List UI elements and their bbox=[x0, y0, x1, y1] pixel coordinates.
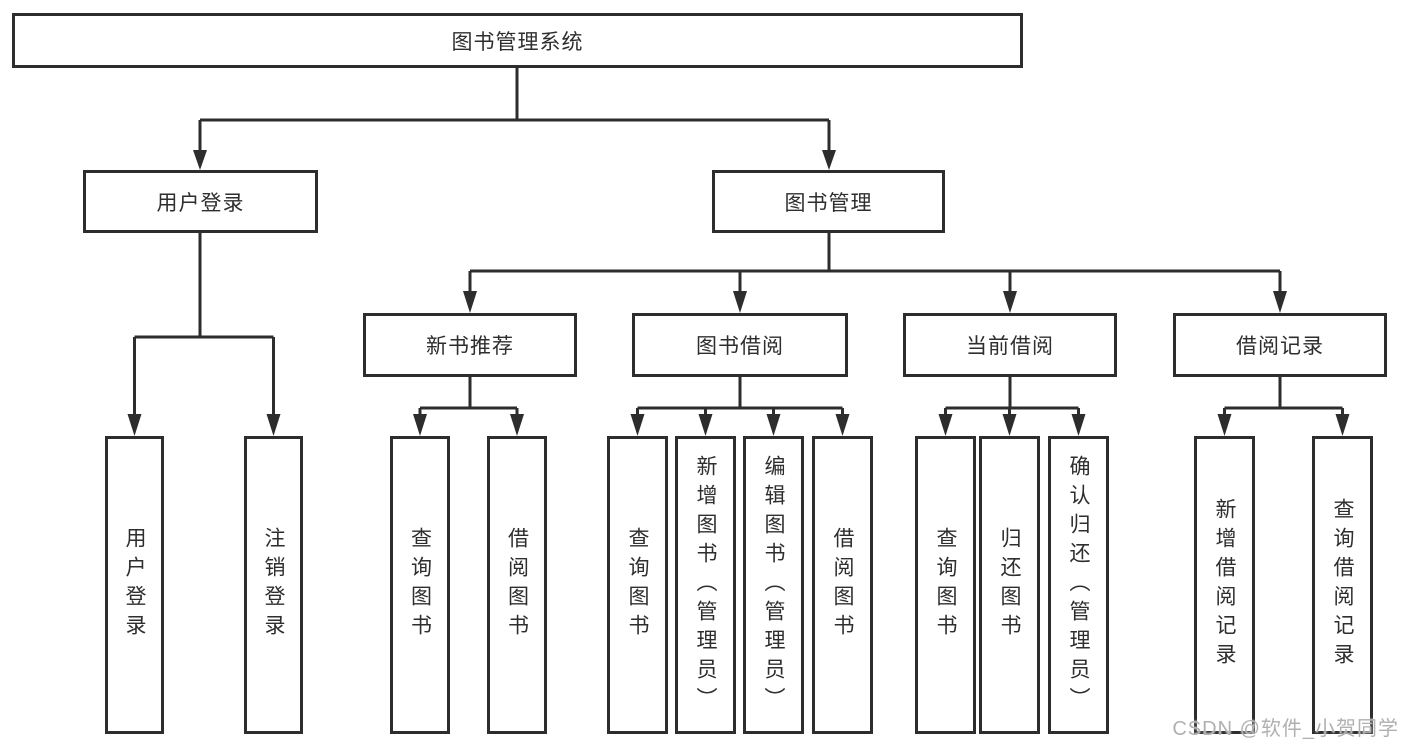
leaf-borrow-book-2-label: 借阅图书 bbox=[831, 527, 854, 643]
leaf-add-borrow-record: 新增借阅记录 bbox=[1194, 436, 1255, 734]
node-new-book-recommend: 新书推荐 bbox=[363, 313, 577, 377]
arrow-down-icon bbox=[630, 414, 645, 436]
node-book-mgmt: 图书管理 bbox=[712, 170, 945, 233]
arrow-down-icon bbox=[835, 414, 850, 436]
connector-user-login-children bbox=[127, 233, 281, 436]
node-book-mgmt-label: 图书管理 bbox=[784, 191, 873, 215]
node-root-system-label: 图书管理系统 bbox=[451, 30, 584, 54]
arrow-down-icon bbox=[1003, 291, 1017, 313]
arrow-down-icon bbox=[413, 414, 427, 436]
node-book-borrow-label: 图书借阅 bbox=[696, 335, 784, 358]
arrow-down-icon bbox=[266, 414, 281, 436]
node-current-borrow-label: 当前借阅 bbox=[966, 335, 1054, 358]
leaf-borrow-book-1: 借阅图书 bbox=[487, 436, 547, 734]
leaf-logout: 注销登录 bbox=[244, 436, 303, 734]
arrow-down-icon bbox=[1273, 291, 1287, 313]
connector-new-book-children bbox=[413, 377, 524, 436]
node-book-borrow: 图书借阅 bbox=[632, 313, 848, 377]
leaf-query-book-3: 查询图书 bbox=[915, 436, 976, 734]
leaf-user-login: 用户登录 bbox=[105, 436, 164, 734]
node-root-system: 图书管理系统 bbox=[12, 13, 1023, 68]
leaf-user-login-label: 用户登录 bbox=[123, 527, 146, 643]
node-new-book-recommend-label: 新书推荐 bbox=[426, 335, 514, 358]
leaf-add-book-admin-label: 新增图书（管理员） bbox=[694, 454, 717, 716]
arrow-down-icon bbox=[698, 414, 713, 436]
leaf-return-book-label: 归还图书 bbox=[998, 527, 1021, 643]
leaf-query-book-3-label: 查询图书 bbox=[934, 527, 957, 643]
node-current-borrow: 当前借阅 bbox=[903, 313, 1117, 377]
arrow-down-icon bbox=[1335, 414, 1350, 436]
connector-current-borrow-children bbox=[938, 377, 1086, 436]
arrow-down-icon bbox=[463, 291, 477, 313]
leaf-add-borrow-record-label: 新增借阅记录 bbox=[1213, 498, 1236, 672]
arrow-down-icon bbox=[766, 414, 781, 436]
leaf-add-book-admin: 新增图书（管理员） bbox=[675, 436, 736, 734]
csdn-watermark: CSDN @软件_小贺同学 bbox=[1172, 718, 1399, 740]
arrow-down-icon bbox=[733, 291, 747, 313]
leaf-query-book-1-label: 查询图书 bbox=[408, 527, 432, 643]
leaf-query-borrow-record: 查询借阅记录 bbox=[1312, 436, 1373, 734]
arrow-down-icon bbox=[938, 414, 953, 436]
arrow-down-icon bbox=[1071, 414, 1086, 436]
node-user-login-label: 用户登录 bbox=[156, 191, 245, 215]
leaf-confirm-return-admin-label: 确认归还（管理员） bbox=[1067, 454, 1090, 716]
connector-root-to-level2 bbox=[193, 68, 836, 170]
leaf-return-book: 归还图书 bbox=[979, 436, 1040, 734]
leaf-borrow-book-1-label: 借阅图书 bbox=[505, 527, 529, 643]
leaf-query-borrow-record-label: 查询借阅记录 bbox=[1331, 498, 1354, 672]
leaf-confirm-return-admin: 确认归还（管理员） bbox=[1048, 436, 1109, 734]
connector-borrow-record-children bbox=[1217, 377, 1350, 436]
node-user-login: 用户登录 bbox=[83, 170, 318, 233]
arrow-down-icon bbox=[127, 414, 142, 436]
leaf-logout-label: 注销登录 bbox=[262, 527, 285, 643]
leaf-borrow-book-2: 借阅图书 bbox=[812, 436, 873, 734]
leaf-query-book-2: 查询图书 bbox=[607, 436, 668, 734]
node-borrow-record: 借阅记录 bbox=[1173, 313, 1387, 377]
connector-book-borrow-children bbox=[630, 377, 850, 436]
arrow-down-icon bbox=[1002, 414, 1017, 436]
leaf-query-book-1: 查询图书 bbox=[390, 436, 450, 734]
node-borrow-record-label: 借阅记录 bbox=[1236, 335, 1324, 358]
connector-book-mgmt-to-level3 bbox=[463, 233, 1287, 313]
leaf-query-book-2-label: 查询图书 bbox=[626, 527, 649, 643]
arrow-down-icon bbox=[510, 414, 524, 436]
arrow-down-icon bbox=[1217, 414, 1232, 436]
leaf-edit-book-admin: 编辑图书（管理员） bbox=[743, 436, 804, 734]
leaf-edit-book-admin-label: 编辑图书（管理员） bbox=[762, 454, 785, 716]
arrow-down-icon bbox=[193, 150, 207, 170]
arrow-down-icon bbox=[822, 150, 836, 170]
